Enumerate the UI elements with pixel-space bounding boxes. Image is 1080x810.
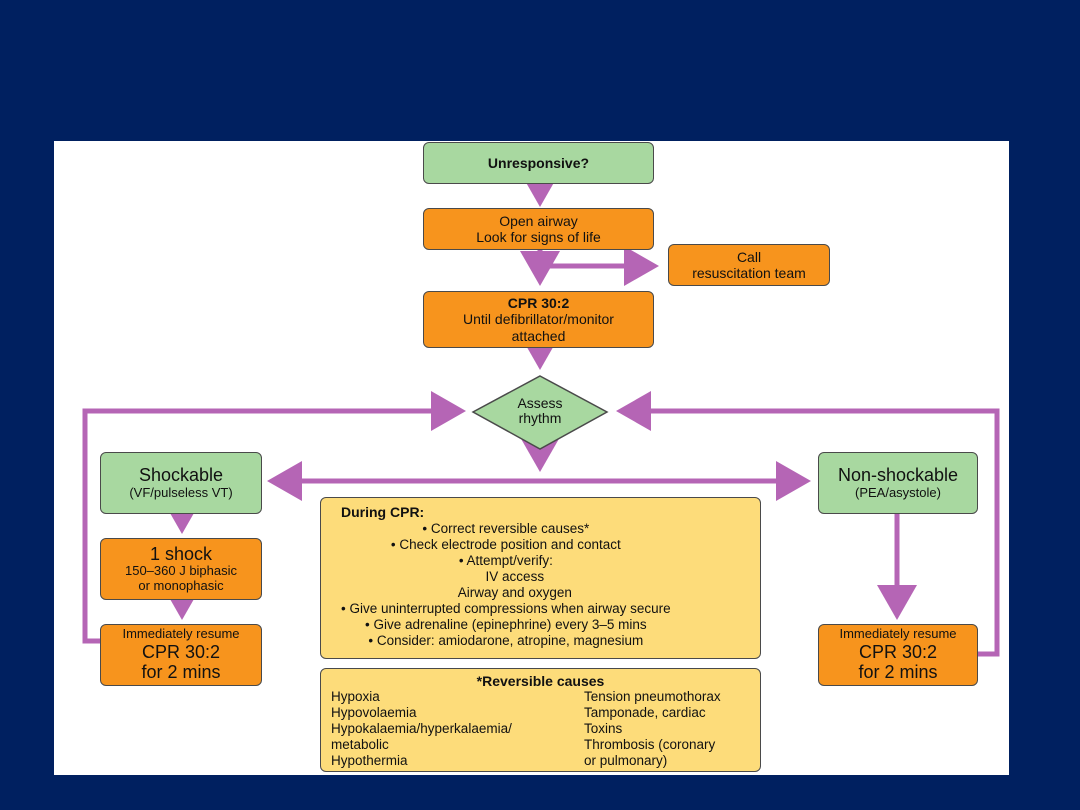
- list-item: Hypokalaemia/hyperkalaemia/: [331, 721, 512, 736]
- list-item: • Attempt/verify:: [458, 553, 553, 568]
- during-cpr-list: • Correct reversible causes* • Check ele…: [341, 521, 671, 649]
- loop-left: [82, 391, 466, 644]
- list-item: • Consider: amiodarone, atropine, magnes…: [368, 633, 644, 648]
- nonshockable-box: Non-shockable (PEA/asystole): [818, 452, 978, 514]
- list-item: Toxins: [584, 721, 623, 736]
- unresponsive-box: Unresponsive?: [423, 142, 654, 184]
- shock-box: 1 shock 150–360 J biphasic or monophasic: [100, 538, 262, 600]
- reversible-causes-left: Hypoxia Hypovolaemia Hypokalaemia/hyperk…: [331, 689, 512, 769]
- list-item: Hypovolaemia: [331, 705, 417, 720]
- during-cpr-box: During CPR: • Correct reversible causes*…: [320, 497, 761, 659]
- list-item: • Correct reversible causes*: [422, 521, 590, 536]
- during-cpr-title: During CPR:: [341, 504, 425, 520]
- list-item: Tension pneumothorax: [584, 689, 721, 704]
- list-item: • Check electrode position and contact: [390, 537, 621, 552]
- cpr-box: CPR 30:2 Until defibrillator/monitor att…: [423, 291, 654, 348]
- list-item: • Give uninterrupted compressions when a…: [341, 601, 671, 616]
- list-item: Airway and oxygen: [457, 585, 572, 600]
- resume-left-box: Immediately resume CPR 30:2 for 2 mins: [100, 624, 262, 686]
- reversible-causes-right: Tension pneumothorax Tamponade, cardiac …: [584, 689, 721, 769]
- connector-arrows: [82, 172, 1000, 657]
- list-item: Tamponade, cardiac: [584, 705, 706, 720]
- reversible-causes-box: *Reversible causes Hypoxia Hypovolaemia …: [320, 668, 761, 772]
- list-item: Thrombosis (coronary: [584, 737, 716, 752]
- list-item: or pulmonary): [584, 753, 668, 768]
- list-item: Hypothermia: [331, 753, 408, 768]
- open-airway-box: Open airway Look for signs of life: [423, 208, 654, 250]
- list-item: Hypoxia: [331, 689, 380, 704]
- flowchart-panel: Unresponsive? Open airway Look for signs…: [54, 141, 1009, 775]
- shockable-box: Shockable (VF/pulseless VT): [100, 452, 262, 514]
- list-item: • Give adrenaline (epinephrine) every 3–…: [365, 617, 647, 632]
- resume-right-box: Immediately resume CPR 30:2 for 2 mins: [818, 624, 978, 686]
- assess-rhythm-label: Assess rhythm: [517, 395, 563, 427]
- list-item: IV access: [485, 569, 545, 584]
- loop-right: [616, 391, 1000, 657]
- assess-rhythm-diamond: [471, 375, 609, 450]
- reversible-causes-title: *Reversible causes: [476, 673, 605, 689]
- list-item: metabolic: [331, 737, 389, 752]
- call-team-box: Call resuscitation team: [668, 244, 830, 286]
